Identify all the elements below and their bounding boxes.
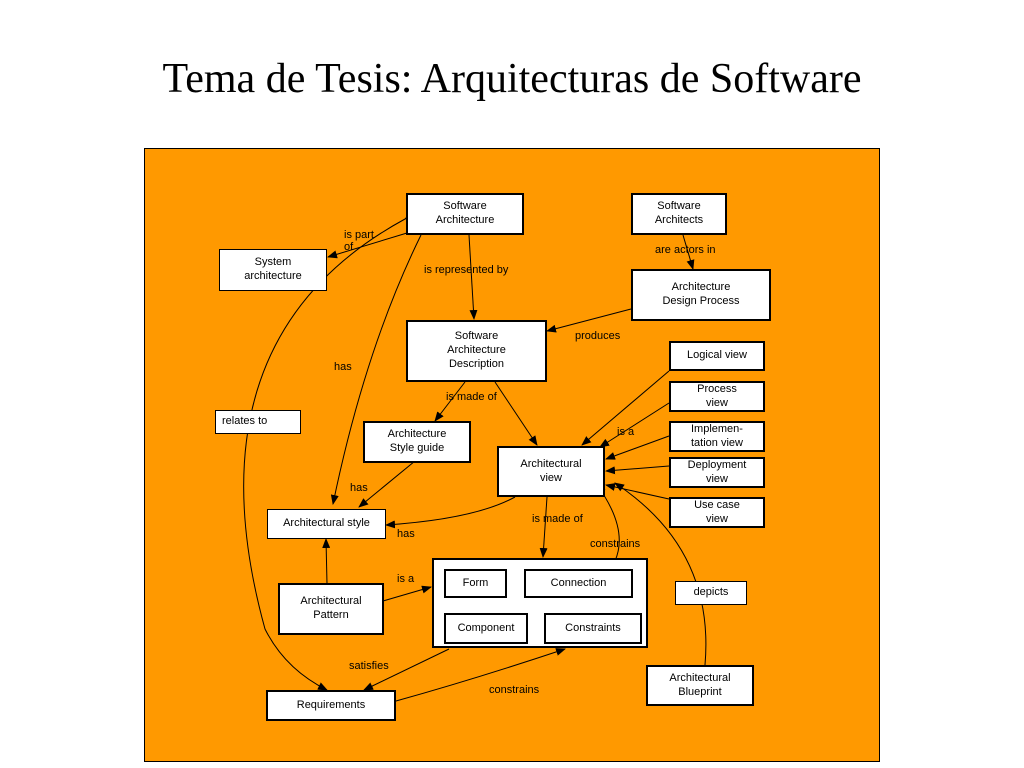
- node-deployment-view: Deployment view: [669, 457, 765, 488]
- label-is-a-views: is a: [617, 426, 635, 438]
- edge-process: [599, 402, 670, 448]
- label-are-actors-in: are actors in: [655, 244, 716, 256]
- node-logical-view: Logical view: [669, 341, 765, 371]
- edge-produces: [546, 308, 632, 333]
- edge-pattern-style: [322, 538, 331, 585]
- node-requirements: Requirements: [266, 690, 396, 721]
- concept-map-panel: Software Architecture Software Architect…: [144, 148, 880, 762]
- node-architecture-design-process: Architecture Design Process: [631, 269, 771, 321]
- edge-are-actors-in: [682, 234, 695, 270]
- node-component: Component: [444, 613, 528, 644]
- node-constraints: Constraints: [544, 613, 642, 644]
- node-software-architects: Software Architects: [631, 193, 727, 235]
- label-is-made-of-top: is made of: [446, 391, 497, 403]
- edge-has-style: [385, 496, 516, 529]
- node-process-view: Process view: [669, 381, 765, 412]
- node-connection: Connection: [524, 569, 633, 598]
- page-title: Tema de Tesis: Arquitecturas de Software: [162, 56, 862, 102]
- edge-is-a-pattern: [382, 585, 432, 602]
- label-has-style: has: [397, 528, 415, 540]
- node-depicts: depicts: [675, 581, 747, 605]
- node-implementation-view: Implemen- tation view: [669, 421, 765, 452]
- label-is-represented-by: is represented by: [424, 264, 509, 276]
- label-satisfies: satisfies: [349, 660, 389, 672]
- label-has-style-guide: has: [350, 482, 368, 494]
- node-architecture-style-guide: Architecture Style guide: [363, 421, 471, 463]
- node-software-architecture: Software Architecture: [406, 193, 524, 235]
- edge-depicts: [614, 482, 707, 666]
- label-produces: produces: [575, 330, 621, 342]
- label-is-part-of: is part of: [344, 229, 374, 254]
- label-is-made-of-bottom: is made of: [532, 513, 583, 525]
- edge-is-made-of-guide: [434, 381, 466, 422]
- node-use-case-view: Use case view: [669, 497, 765, 528]
- edge-is-made-of-view: [494, 381, 538, 446]
- edge-use-case: [605, 483, 670, 500]
- edge-constrains-bottom: [386, 648, 566, 708]
- node-software-architecture-description: Software Architecture Description: [406, 320, 547, 382]
- edge-logical: [581, 370, 670, 446]
- node-form: Form: [444, 569, 507, 598]
- label-constrains-top: constrains: [590, 538, 641, 550]
- node-system-architecture: System architecture: [219, 249, 327, 291]
- edge-implementation: [605, 435, 670, 460]
- node-relates-to: relates to: [215, 410, 301, 434]
- edge-is-represented-by: [468, 234, 478, 320]
- node-architectural-style: Architectural style: [267, 509, 386, 539]
- node-architectural-blueprint: Architectural Blueprint: [646, 665, 754, 706]
- node-architectural-view: Architectural view: [497, 446, 605, 497]
- edge-deployment: [605, 465, 670, 475]
- label-is-a-pattern: is a: [397, 573, 415, 585]
- label-has-top: has: [334, 361, 352, 373]
- label-constrains-bottom: constrains: [489, 684, 540, 696]
- node-architectural-pattern: Architectural Pattern: [278, 583, 384, 635]
- edge-is-made-of-group: [539, 496, 548, 558]
